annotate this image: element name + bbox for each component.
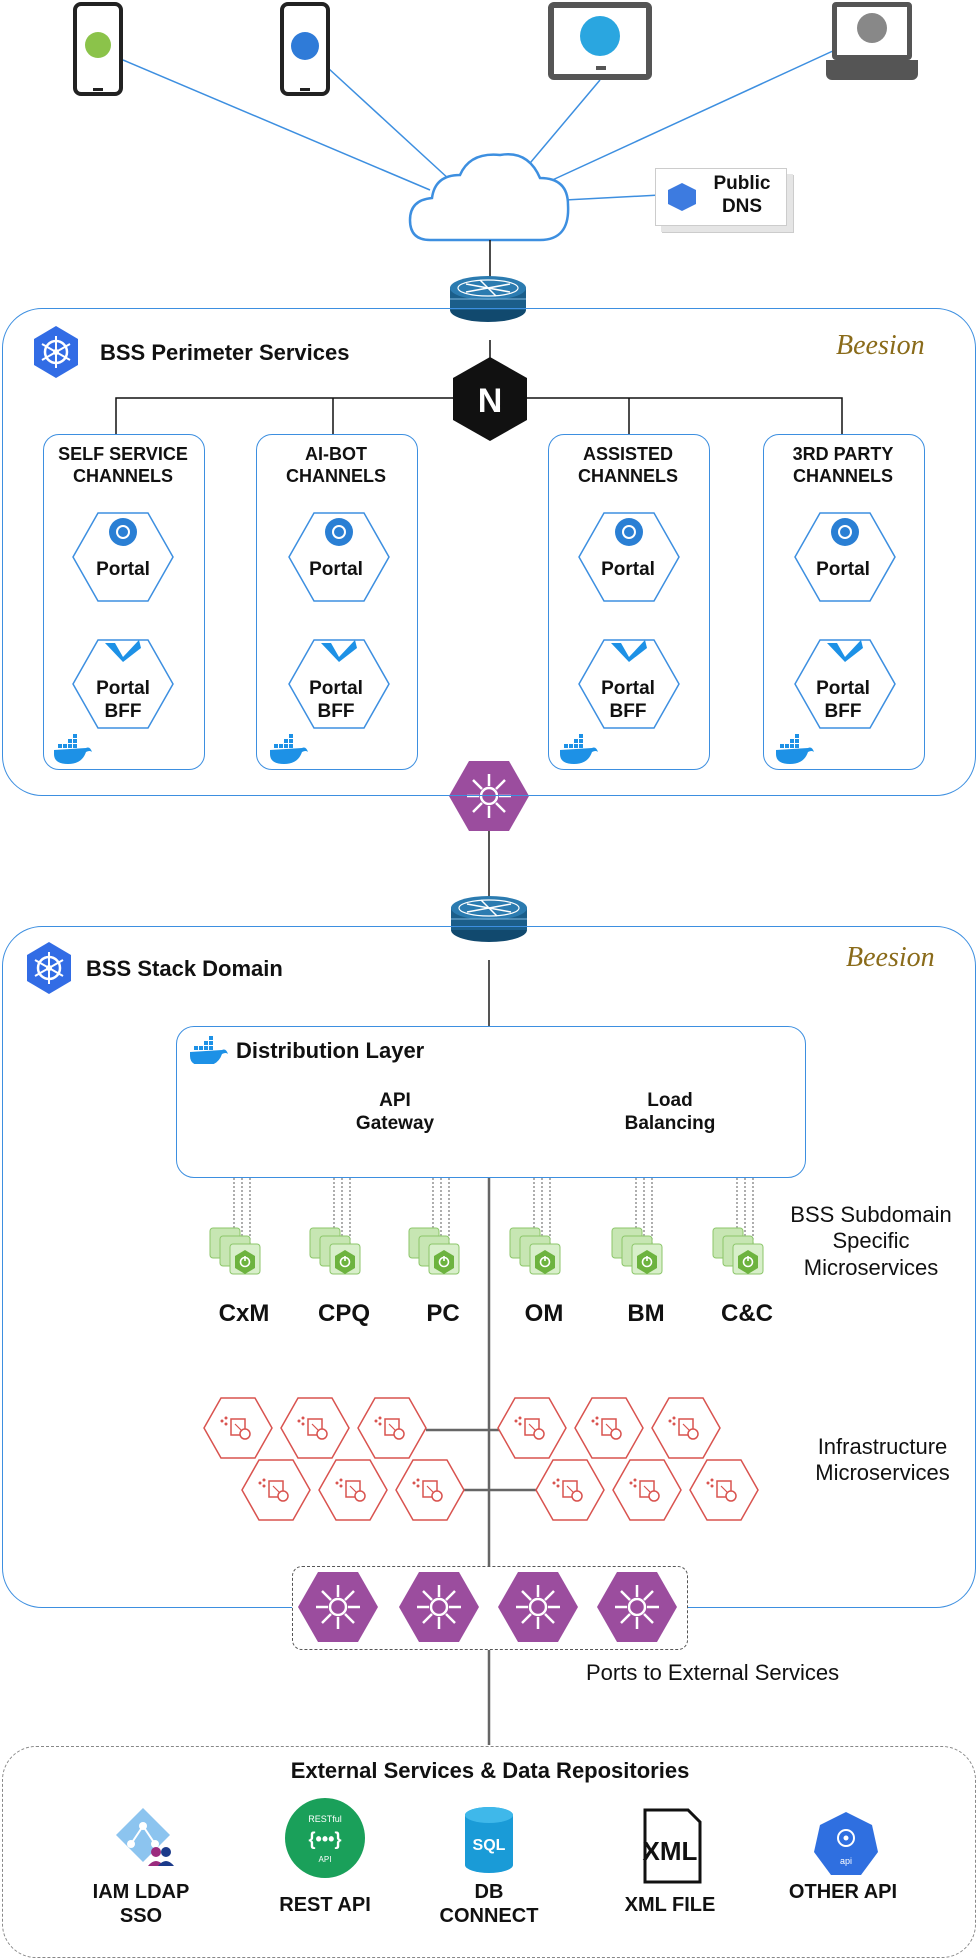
portal-label: Portal — [96, 559, 150, 580]
external-item-label: XML FILE — [624, 1894, 716, 1916]
portal-label: Portal — [816, 559, 870, 580]
port-hub-icon — [595, 1570, 679, 1644]
portal-label: Portal — [309, 559, 363, 580]
bff-icon — [611, 640, 647, 662]
bff-icon — [321, 640, 357, 662]
external-item-label: IAM LDAP SSO — [92, 1881, 190, 1927]
portal-bff-label: Portal BFF — [816, 678, 870, 722]
microservice-label: CxM — [218, 1300, 270, 1327]
channel-title: 3RD PARTY CHANNELS — [792, 444, 894, 486]
bff-icon — [827, 640, 863, 662]
portal-bff-label: Portal BFF — [601, 678, 655, 722]
svg-text:API: API — [319, 1855, 332, 1864]
stack-brand: Beesion — [846, 942, 935, 973]
svg-text:SQL: SQL — [473, 1837, 506, 1854]
public-dns-label: Public DNS — [713, 173, 771, 217]
svg-text:N: N — [478, 382, 503, 420]
portal-bff-label: Portal BFF — [309, 678, 363, 722]
microservice-label: PC — [426, 1300, 460, 1327]
perimeter-brand: Beesion — [836, 330, 925, 361]
apple-phone-icon — [280, 2, 330, 96]
web-globe-icon — [325, 518, 353, 546]
microservice-label: CPQ — [317, 1300, 370, 1327]
svg-text:api: api — [840, 1856, 852, 1866]
distribution-layer — [176, 1026, 806, 1178]
channel-title: AI-BOT CHANNELS — [285, 444, 386, 486]
portal-bff-label: Portal BFF — [96, 678, 150, 722]
perimeter-title: BSS Perimeter Services — [100, 340, 350, 365]
web-tablet-icon — [548, 2, 652, 80]
distribution-title: Distribution Layer — [236, 1038, 425, 1063]
load-balancing-label: Load Balancing — [624, 1090, 716, 1134]
channel-box — [763, 434, 925, 770]
sql-db-icon: SQL — [465, 1807, 513, 1873]
ports-label: Ports to External Services — [586, 1660, 840, 1685]
perimeter-panel — [2, 308, 976, 796]
xml-file-icon: XML — [643, 1808, 702, 1884]
microservices-label: BSS Subdomain Specific Microservices — [790, 1202, 952, 1280]
microservice-label: BM — [627, 1300, 665, 1327]
port-hub-icon — [496, 1570, 580, 1644]
external-item-label: DB CONNECT — [439, 1881, 539, 1927]
svg-text:RESTful: RESTful — [308, 1814, 342, 1824]
svg-text:{•••}: {•••} — [309, 1829, 342, 1849]
web-laptop-icon — [832, 2, 912, 60]
port-hub-icon — [397, 1570, 481, 1644]
port-hub-icon — [296, 1570, 380, 1644]
portal-label: Portal — [601, 559, 655, 580]
ldap-icon — [116, 1808, 174, 1866]
web-globe-icon — [109, 518, 137, 546]
android-phone-icon — [73, 2, 123, 96]
api-icon: api — [814, 1812, 878, 1875]
bff-icon — [105, 640, 141, 662]
external-item-label: OTHER API — [788, 1881, 898, 1903]
channel-box — [548, 434, 710, 770]
api-gateway-label: API Gateway — [355, 1090, 435, 1134]
channel-title: ASSISTED CHANNELS — [577, 444, 678, 486]
dns-icon — [668, 183, 696, 211]
web-globe-icon — [831, 518, 859, 546]
external-title: External Services & Data Repositories — [290, 1758, 690, 1783]
external-panel — [2, 1746, 976, 1958]
microservice-label: OM — [524, 1300, 564, 1327]
infra-label: Infrastructure Microservices — [815, 1434, 950, 1486]
rest-api-icon: RESTful {•••} API — [285, 1798, 365, 1878]
nginx-icon: N — [453, 357, 527, 441]
stack-title: BSS Stack Domain — [86, 956, 283, 981]
microservice-label: C&C — [721, 1300, 773, 1327]
web-globe-icon — [615, 518, 643, 546]
svg-text:XML: XML — [643, 1836, 698, 1866]
cloud-icon — [408, 153, 570, 242]
external-item-label: REST API — [279, 1894, 371, 1916]
public-dns-box: Public DNS — [655, 168, 787, 226]
laptop-base — [826, 60, 918, 80]
channel-box — [43, 434, 205, 770]
channel-title: SELF SERVICE CHANNELS — [58, 444, 188, 486]
channel-box — [256, 434, 418, 770]
